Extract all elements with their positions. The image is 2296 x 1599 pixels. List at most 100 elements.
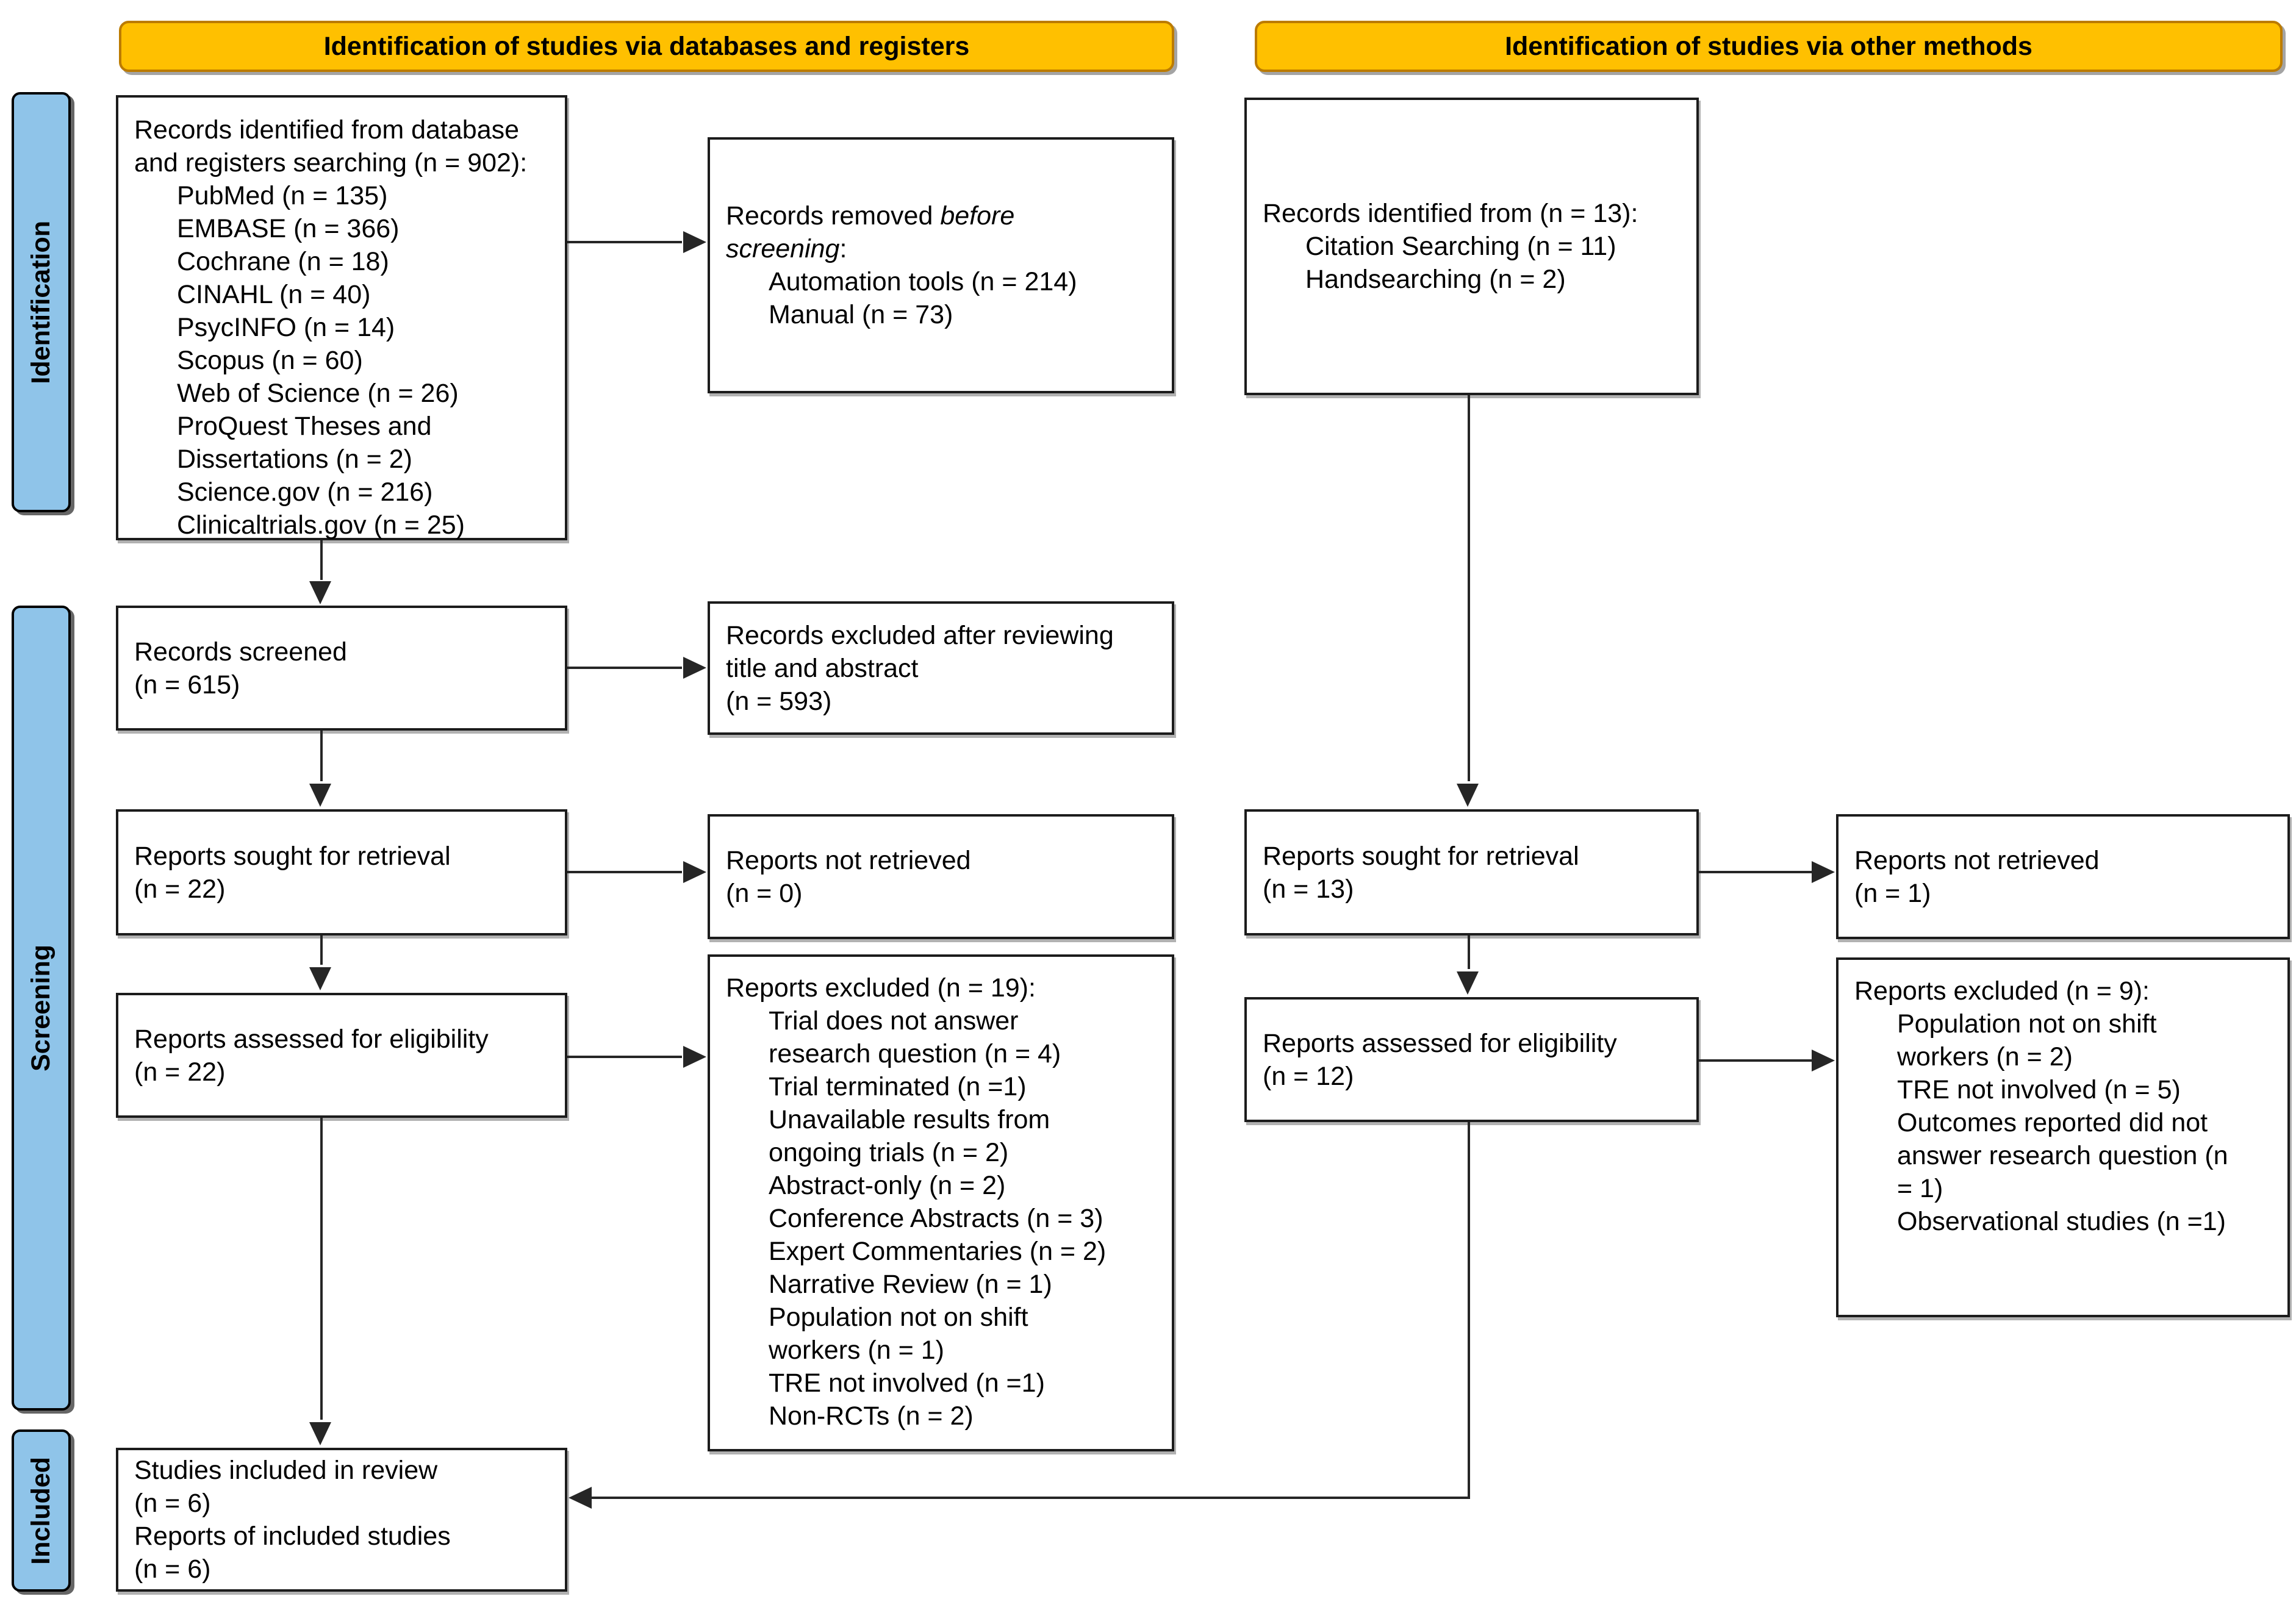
arrow-other-methods-to-included-line xyxy=(592,1497,1470,1499)
box-text-line: Cochrane (n = 18) xyxy=(177,247,389,276)
arrow-sought-to-assessed-line xyxy=(320,935,323,965)
box-text-line: Conference Abstracts (n = 3) xyxy=(769,1204,1103,1233)
sidebar-screening-label: Screening xyxy=(26,945,56,1071)
box-text-line: = 1) xyxy=(1897,1174,1943,1203)
box-text-line: Reports sought for retrieval xyxy=(1263,841,1579,871)
arrow-sought-right-to-notretrieved-line xyxy=(1699,871,1812,873)
box-text-line: (n = 593) xyxy=(726,686,832,716)
box-records-screened: Records screened(n = 615) xyxy=(116,606,567,731)
box-reports-not-retrieved-left: Reports not retrieved(n = 0) xyxy=(708,814,1174,939)
box-text-line: (n = 6) xyxy=(134,1554,211,1584)
box-text-line: Reports sought for retrieval xyxy=(134,841,451,871)
box-text-line: Reports excluded (n = 9): xyxy=(1854,976,2150,1006)
sidebar-identification-label: Identification xyxy=(26,220,56,384)
arrow-sought-right-to-assessed-head xyxy=(1457,971,1479,995)
arrow-sought-to-assessed-head xyxy=(309,967,331,990)
box-studies-included: Studies included in review(n = 6)Reports… xyxy=(116,1448,567,1592)
box-text-line: PsycINFO (n = 14) xyxy=(177,313,395,342)
arrow-other-methods-to-included-head xyxy=(569,1487,592,1509)
box-text-line: (n = 1) xyxy=(1854,878,1931,908)
box-text-line: workers (n = 2) xyxy=(1897,1042,2073,1071)
box-text-line: and registers searching (n = 902): xyxy=(134,148,528,177)
box-text-line: workers (n = 1) xyxy=(769,1336,944,1365)
box-text-line: CINAHL (n = 40) xyxy=(177,280,371,309)
sidebar-included: Included xyxy=(12,1429,71,1592)
box-text-line: (n = 615) xyxy=(134,670,240,699)
arrow-sought-to-notretrieved-line xyxy=(567,871,682,873)
box-text-line: Handsearching (n = 2) xyxy=(1305,265,1566,294)
arrow-assessed-right-to-excluded9-line xyxy=(1699,1059,1812,1062)
box-text-line: EMBASE (n = 366) xyxy=(177,214,400,243)
box-text-line: Citation Searching (n = 11) xyxy=(1305,232,1616,261)
sidebar-screening: Screening xyxy=(12,606,71,1411)
box-text-line: answer research question (n xyxy=(1897,1141,2228,1170)
box-reports-sought-right: Reports sought for retrieval(n = 13) xyxy=(1244,809,1699,935)
arrow-sought-right-to-assessed-line xyxy=(1468,935,1470,969)
box-text-line: TRE not involved (n = 5) xyxy=(1897,1075,2181,1104)
box-text-line: Reports assessed for eligibility xyxy=(1263,1028,1617,1058)
box-text-line: Reports not retrieved xyxy=(1854,845,2100,875)
box-text-line: Dissertations (n = 2) xyxy=(177,445,412,474)
arrow-db-to-removed-head xyxy=(683,231,706,253)
box-text-line: research question (n = 4) xyxy=(769,1039,1061,1068)
box-text-line: TRE not involved (n =1) xyxy=(769,1368,1045,1398)
arrow-assessed-to-included-head xyxy=(309,1422,331,1445)
box-text-line: (n = 22) xyxy=(134,1057,226,1087)
box-reports-excluded-9: Reports excluded (n = 9):Population not … xyxy=(1836,957,2290,1317)
arrow-assessed-right-to-excluded9-head xyxy=(1812,1050,1835,1071)
box-text-line: Outcomes reported did not xyxy=(1897,1108,2208,1137)
box-text-line: Records removed before xyxy=(726,201,1015,231)
box-text-line: Records excluded after reviewing xyxy=(726,620,1114,650)
box-reports-excluded-19: Reports excluded (n = 19):Trial does not… xyxy=(708,954,1174,1451)
box-text-line: Science.gov (n = 216) xyxy=(177,478,433,507)
box-text-line: Abstract-only (n = 2) xyxy=(769,1171,1006,1200)
box-text-line: Expert Commentaries (n = 2) xyxy=(769,1237,1107,1266)
box-text-line: Records identified from database xyxy=(134,115,520,145)
box-reports-assessed-right: Reports assessed for eligibility(n = 12) xyxy=(1244,997,1699,1122)
box-text-line: ongoing trials (n = 2) xyxy=(769,1138,1009,1167)
arrow-assessed-to-included-line xyxy=(320,1118,323,1420)
arrow-db-to-screened-head xyxy=(309,581,331,604)
header-other-methods: Identification of studies via other meth… xyxy=(1255,21,2283,72)
sidebar-included-label: Included xyxy=(26,1456,56,1565)
arrow-sought-to-notretrieved-head xyxy=(683,861,706,883)
arrow-db-to-screened-line xyxy=(320,540,323,580)
box-text-line: screening: xyxy=(726,234,847,263)
arrow-other-to-sought-line xyxy=(1468,395,1470,781)
arrow-db-to-removed-line xyxy=(567,241,682,243)
arrow-screened-to-sought-line xyxy=(320,731,323,781)
box-text-line: Reports not retrieved xyxy=(726,845,971,875)
box-text-line: Scopus (n = 60) xyxy=(177,346,363,375)
arrow-assessed-to-excluded19-head xyxy=(683,1046,706,1068)
header-databases-registers: Identification of studies via databases … xyxy=(119,21,1174,72)
sidebar-identification: Identification xyxy=(12,92,71,512)
arrow-assessed-right-down-line xyxy=(1468,1122,1470,1499)
box-records-removed-before-screening: Records removed before screening: Automati… xyxy=(708,137,1174,393)
arrow-screened-to-sought-head xyxy=(309,784,331,807)
box-text-line: Unavailable results from xyxy=(769,1105,1050,1134)
arrow-screened-to-excluded-line xyxy=(567,667,682,669)
box-records-identified-databases: Records identified from database and regi… xyxy=(116,95,567,540)
box-text-line: (n = 6) xyxy=(134,1489,211,1518)
arrow-assessed-to-excluded19-line xyxy=(567,1056,682,1058)
box-text-line: Non-RCTs (n = 2) xyxy=(769,1401,974,1431)
box-text-line: PubMed (n = 135) xyxy=(177,181,388,210)
box-text-line: (n = 22) xyxy=(134,874,226,904)
arrow-other-to-sought-head xyxy=(1457,784,1479,807)
box-text-line: (n = 13) xyxy=(1263,874,1354,904)
box-text-line: Narrative Review (n = 1) xyxy=(769,1270,1052,1299)
box-text-line: Reports excluded (n = 19): xyxy=(726,973,1036,1003)
box-text-line: Trial terminated (n =1) xyxy=(769,1072,1027,1101)
header-databases-registers-label: Identification of studies via databases … xyxy=(323,31,970,61)
box-text-line: Web of Science (n = 26) xyxy=(177,379,459,408)
box-reports-sought-left: Reports sought for retrieval(n = 22) xyxy=(116,809,567,935)
header-other-methods-label: Identification of studies via other meth… xyxy=(1505,31,2032,61)
box-text-line: Automation tools (n = 214) xyxy=(769,267,1077,296)
box-text-line: Observational studies (n =1) xyxy=(1897,1207,2226,1236)
box-text-line: Reports of included studies xyxy=(134,1522,451,1551)
box-text-line: title and abstract xyxy=(726,653,919,683)
box-text-line: (n = 12) xyxy=(1263,1061,1354,1091)
box-text-line: Reports assessed for eligibility xyxy=(134,1024,489,1054)
box-records-identified-other: Records identified from (n = 13):Citatio… xyxy=(1244,98,1699,395)
